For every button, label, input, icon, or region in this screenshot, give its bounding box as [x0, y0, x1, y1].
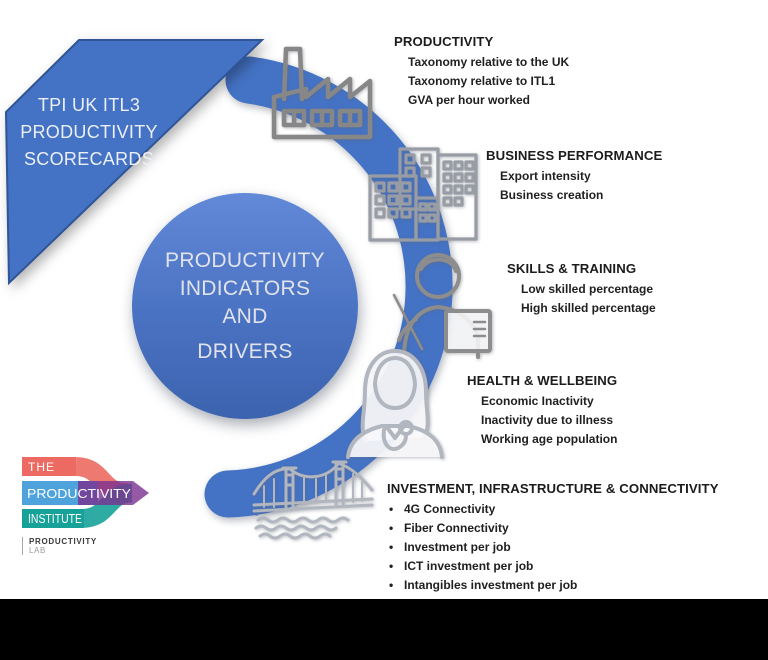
bridge-icon [252, 460, 374, 540]
list-item: • Investment per job [389, 538, 719, 557]
circle-line-2: INDICATORS [179, 276, 311, 300]
section-title: SKILLS & TRAINING [507, 261, 637, 276]
list-item: Taxonomy relative to the UK [408, 55, 570, 69]
factory-icon [271, 46, 373, 140]
section-health-wellbeing: HEALTH & WELLBEING Economic Inactivity I… [467, 373, 617, 449]
section-productivity: PRODUCTIVITY Taxonomy relative to the UK… [394, 34, 569, 110]
buildings-icon [368, 147, 478, 242]
circle-line-1: PRODUCTIVITY [165, 248, 325, 272]
list-item: Economic Inactivity [481, 394, 594, 408]
section-skills-training: SKILLS & TRAINING Low skilled percentage… [507, 261, 656, 318]
list-item: Low skilled percentage [521, 282, 654, 296]
list-item: Inactivity due to illness [481, 413, 614, 427]
list-item: Business creation [500, 188, 604, 202]
nurse-icon [346, 349, 444, 459]
banner-line-3: SCORECARDS [23, 149, 155, 169]
list-item: GVA per hour worked [408, 93, 531, 107]
section-business-performance: BUSINESS PERFORMANCE Export intensity Bu… [486, 148, 662, 205]
section-title: PRODUCTIVITY [394, 34, 494, 49]
logo-word-institute: INSTITUTE [28, 512, 82, 526]
bullet: • [389, 540, 394, 554]
section-title: INVESTMENT, INFRASTRUCTURE & CONNECTIVIT… [387, 481, 719, 496]
bullet: • [389, 521, 394, 535]
cycle-arc-tip [224, 470, 258, 516]
circle-line-4: DRIVERS [197, 339, 293, 363]
logo-word-the: THE [28, 460, 55, 474]
section-title: HEALTH & WELLBEING [467, 373, 618, 388]
productivity-lab-label: PRODUCTIVITY LAB [22, 537, 97, 555]
logo-teal-bar [22, 509, 84, 528]
list-item: Export intensity [500, 169, 591, 183]
list-item: • Fiber Connectivity [389, 519, 719, 538]
section-investment-infrastructure: INVESTMENT, INFRASTRUCTURE & CONNECTIVIT… [387, 481, 719, 595]
corner-banner-polygon [4, 39, 265, 286]
banner-line-1: TPI UK ITL3 [37, 95, 141, 115]
list-item: Working age population [481, 432, 618, 446]
list-item: High skilled percentage [521, 301, 656, 315]
banner-line-2: PRODUCTIVITY [20, 122, 158, 142]
list-item: • ICT investment per job [389, 557, 719, 576]
bullet: • [389, 502, 394, 516]
logo-purple-arrow [78, 481, 149, 505]
bullet: • [389, 578, 394, 592]
list-item: Taxonomy relative to ITL1 [408, 74, 556, 88]
productivity-institute-logo: THE PRODUCTIVITY INSTITUTE [22, 457, 149, 528]
section-title: BUSINESS PERFORMANCE [486, 148, 663, 163]
lab-line-1: PRODUCTIVITY [29, 537, 97, 546]
list-item: • 4G Connectivity [389, 500, 719, 519]
corner-banner-shape [4, 39, 265, 286]
logo-word-productivity: PRODUCTIVITY [27, 486, 131, 501]
center-circle: PRODUCTIVITY INDICATORS AND DRIVERS [132, 193, 358, 419]
list-item: • Intangibles investment per job [389, 576, 719, 595]
teacher-icon [392, 253, 492, 359]
letterbox-bar [0, 599, 768, 660]
logo-red-bar [22, 457, 76, 476]
banner-title: TPI UK ITL3 PRODUCTIVITY SCORECARDS [16, 92, 162, 173]
bullet: • [389, 559, 394, 573]
lab-line-2: LAB [29, 546, 46, 555]
circle-line-3: AND [222, 304, 268, 328]
